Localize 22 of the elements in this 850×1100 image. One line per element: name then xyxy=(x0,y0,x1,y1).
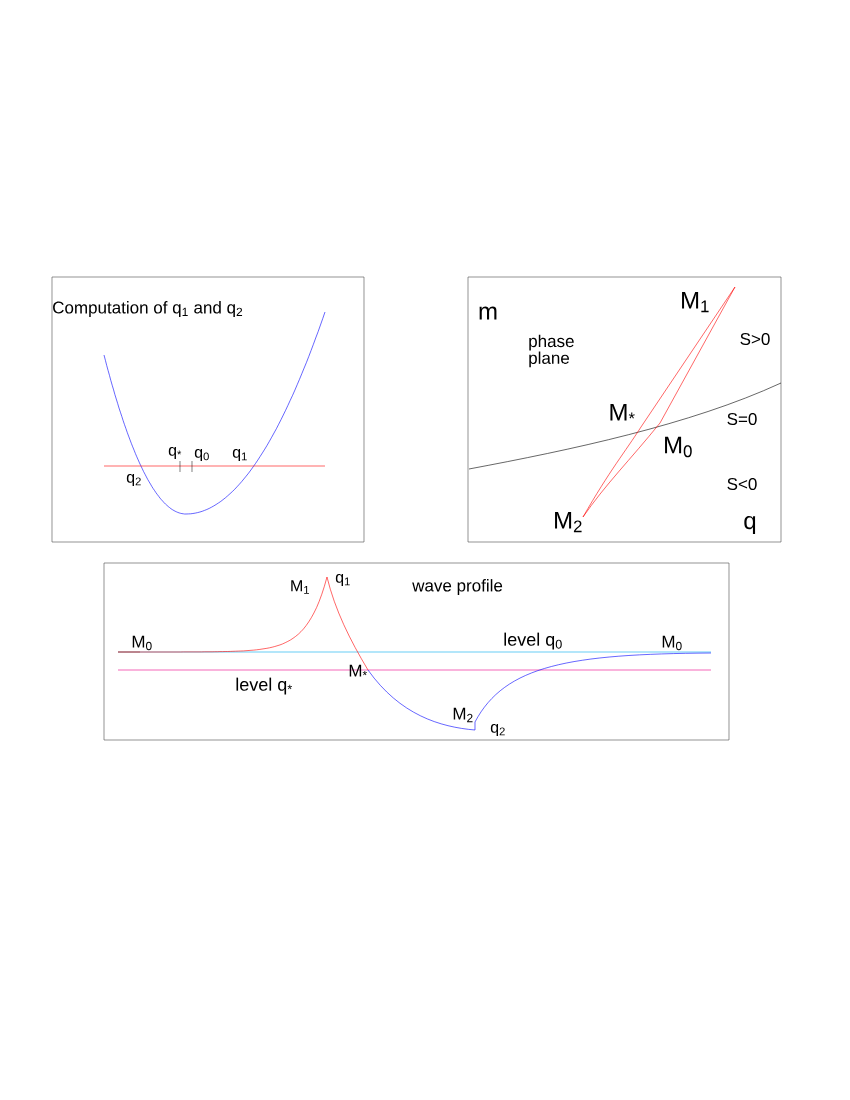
axis-label: S<0 xyxy=(727,478,757,491)
axis-label: q$_{1}$ xyxy=(232,449,247,461)
axis-label: M$_{2}$ xyxy=(555,511,582,533)
axis-label: M$_{0}$ xyxy=(662,635,682,651)
axis-label: M$_{*}$ xyxy=(610,403,635,421)
axis-label: q$_{1}$ xyxy=(335,574,350,586)
axis-label: M$_{0}$ xyxy=(132,635,152,651)
axis-label: M$_{0}$ xyxy=(665,436,692,458)
axis-label: M$_{*}$ xyxy=(349,664,367,677)
axis-label: M$_{1}$ xyxy=(682,291,709,313)
axis-label: level q$_{*}$ xyxy=(236,677,292,695)
axis-label: m xyxy=(479,306,497,320)
axis-label: q xyxy=(744,516,756,534)
axis-label: q$_{*}$ xyxy=(168,447,182,459)
axis-label: S>0 xyxy=(740,333,770,346)
axis-label: M$_{1}$ xyxy=(291,580,309,594)
axis-label: q$_{2}$ xyxy=(126,474,141,486)
axis-label: level q$_{0}$ xyxy=(504,632,562,650)
axis-label: q$_{0}$ xyxy=(194,449,209,461)
axis-label: q$_{2}$ xyxy=(490,724,505,736)
axis-label: S=0 xyxy=(727,413,757,426)
axis-label: M$_{2}$ xyxy=(453,707,473,723)
